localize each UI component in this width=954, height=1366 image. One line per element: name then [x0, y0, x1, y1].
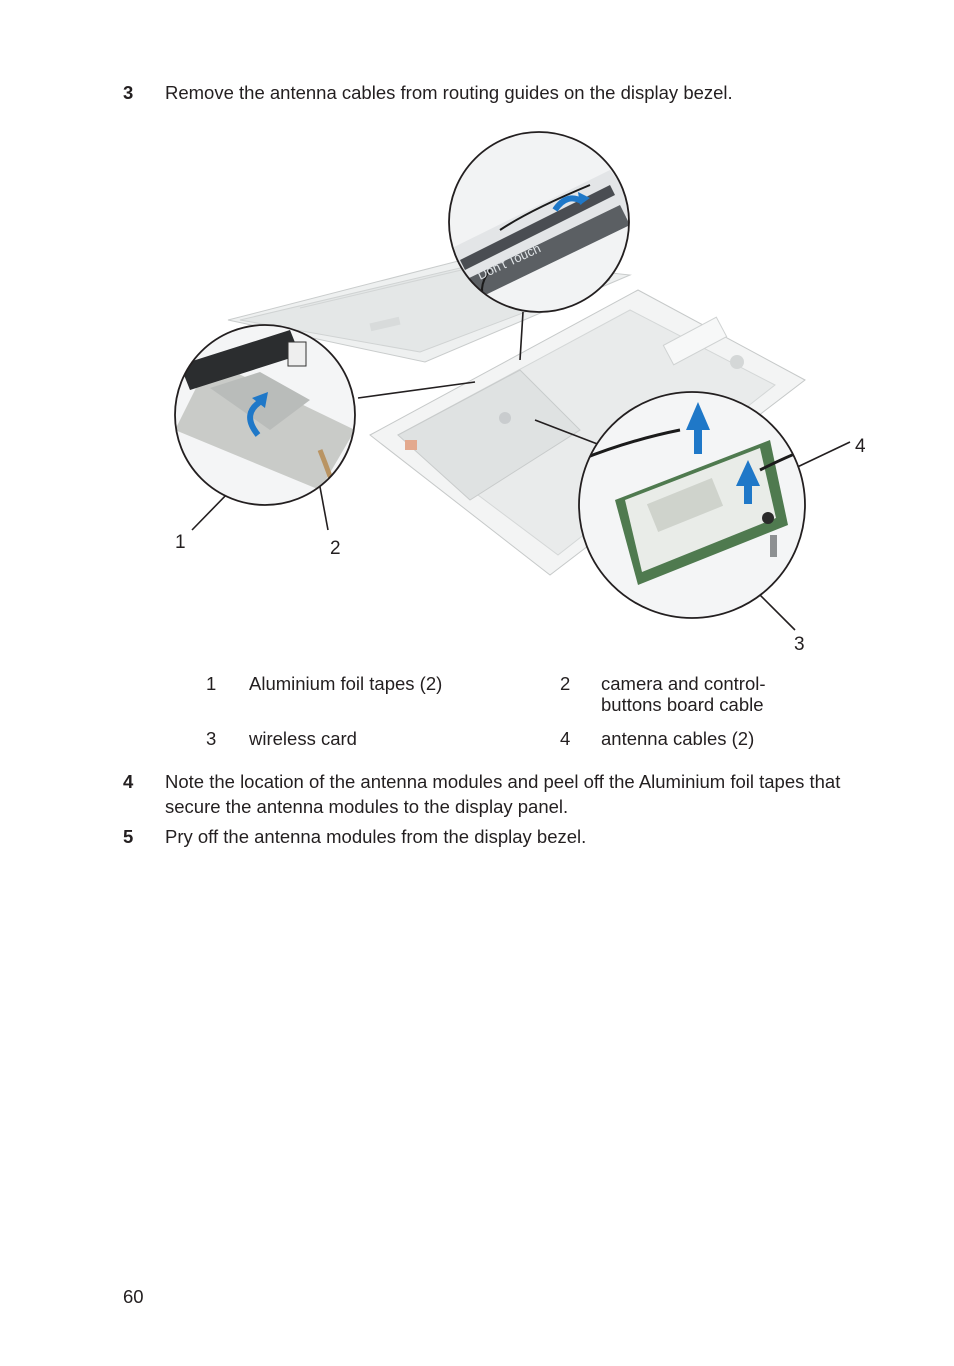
- legend-label: Aluminium foil tapes (2): [249, 673, 529, 694]
- legend-number: 2: [560, 673, 570, 694]
- illustration-antenna-removal: Don't Touch: [170, 130, 880, 660]
- magnifier-top: Don't Touch: [448, 132, 640, 312]
- legend-label: camera and control- buttons board cable: [601, 673, 841, 715]
- figure-legend: 1 Aluminium foil tapes (2) 2 camera and …: [206, 673, 846, 762]
- page-number: 60: [123, 1286, 144, 1308]
- legend-number: 1: [206, 673, 216, 694]
- callout-2: 2: [330, 538, 341, 559]
- callout-4: 4: [855, 436, 866, 457]
- callout-1: 1: [175, 532, 186, 553]
- magnifier-left: [175, 325, 355, 505]
- legend-number: 3: [206, 728, 216, 749]
- figure-svg: Don't Touch: [170, 130, 880, 660]
- legend-row: 1 Aluminium foil tapes (2) 2 camera and …: [206, 673, 846, 728]
- magnifier-right: [579, 392, 810, 618]
- step-number: 4: [123, 769, 133, 794]
- legend-row: 3 wireless card 4 antenna cables (2): [206, 728, 846, 762]
- step-text: Note the location of the antenna modules…: [165, 769, 865, 819]
- step-text: Pry off the antenna modules from the dis…: [165, 824, 865, 849]
- step-text: Remove the antenna cables from routing g…: [165, 80, 865, 105]
- legend-label: wireless card: [249, 728, 529, 749]
- step-number: 3: [123, 80, 133, 105]
- step-number: 5: [123, 824, 133, 849]
- legend-number: 4: [560, 728, 570, 749]
- legend-label: antenna cables (2): [601, 728, 841, 749]
- callout-3: 3: [794, 634, 805, 655]
